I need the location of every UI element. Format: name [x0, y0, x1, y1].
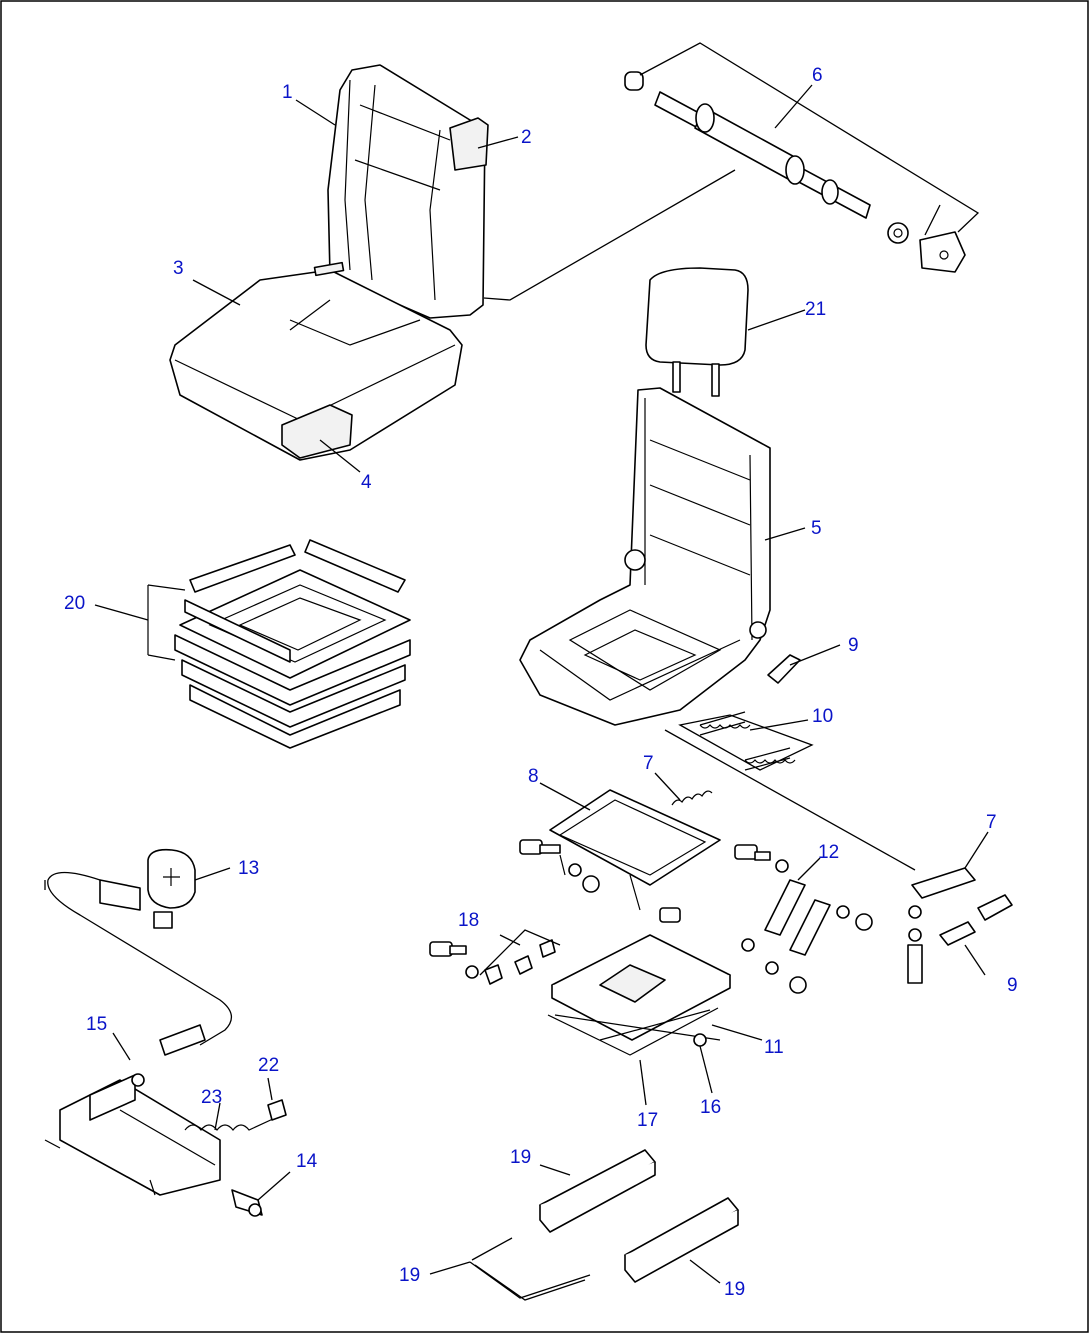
adjust-lever-assembly[interactable]	[44, 848, 287, 1217]
spring-7[interactable]	[671, 790, 713, 806]
clip-set[interactable]	[429, 929, 561, 985]
callout-18: 18	[458, 910, 479, 931]
callout-16: 16	[700, 1097, 721, 1118]
callout-5: 5	[811, 518, 822, 539]
callout-2: 2	[521, 127, 532, 148]
callout-21: 21	[805, 299, 826, 320]
callout-11: 11	[764, 1037, 784, 1058]
callout-19b: 19	[399, 1265, 420, 1286]
slide-rail-lower[interactable]	[624, 1197, 739, 1283]
seat-cushion[interactable]	[169, 261, 463, 461]
callout-15: 15	[86, 1014, 107, 1035]
callout-10: 10	[812, 706, 833, 727]
lever-upper[interactable]	[767, 654, 801, 684]
right-bracket[interactable]	[907, 867, 1013, 984]
pivot-shaft[interactable]	[624, 42, 980, 273]
callout-22: 22	[258, 1055, 279, 1076]
callout-8: 8	[528, 766, 539, 787]
cushion-pads[interactable]	[147, 539, 411, 749]
callout-7b: 7	[986, 812, 997, 833]
callout-7a: 7	[643, 753, 654, 774]
callout-19c: 19	[724, 1279, 745, 1300]
callout-9a: 9	[848, 635, 859, 656]
slide-rod[interactable]	[469, 1237, 591, 1301]
callout-23: 23	[201, 1087, 222, 1108]
callout-12: 12	[818, 842, 839, 863]
armrest-pad-part2	[449, 117, 489, 171]
callout-13: 13	[238, 858, 259, 879]
callout-labels: 1 2 3 4 5 6 7 7 8 9 9 10 11 12 13 14 15 …	[64, 65, 1018, 1300]
seat-back-cushion[interactable]	[327, 64, 489, 319]
callout-19a: 19	[510, 1147, 531, 1168]
slide-rail-upper[interactable]	[539, 1149, 656, 1233]
callout-1: 1	[282, 82, 293, 103]
suspension-base[interactable]	[547, 934, 731, 1056]
callout-6: 6	[812, 65, 823, 86]
shock-absorbers[interactable]	[659, 879, 873, 994]
callout-14: 14	[296, 1151, 318, 1172]
callout-17: 17	[637, 1110, 658, 1131]
callout-4: 4	[361, 472, 372, 493]
shaft-leader	[483, 169, 736, 301]
callout-9b: 9	[1007, 975, 1018, 996]
slide-bracket[interactable]	[519, 789, 789, 911]
spring-set[interactable]	[678, 711, 814, 771]
callout-leaders	[94, 84, 989, 1284]
frame-to-bracket-leader	[664, 729, 916, 871]
side-cushion-part4	[281, 404, 353, 459]
headrest[interactable]	[645, 267, 749, 397]
callout-3: 3	[173, 258, 184, 279]
seat-frame[interactable]	[519, 387, 771, 726]
callout-20: 20	[64, 593, 85, 614]
